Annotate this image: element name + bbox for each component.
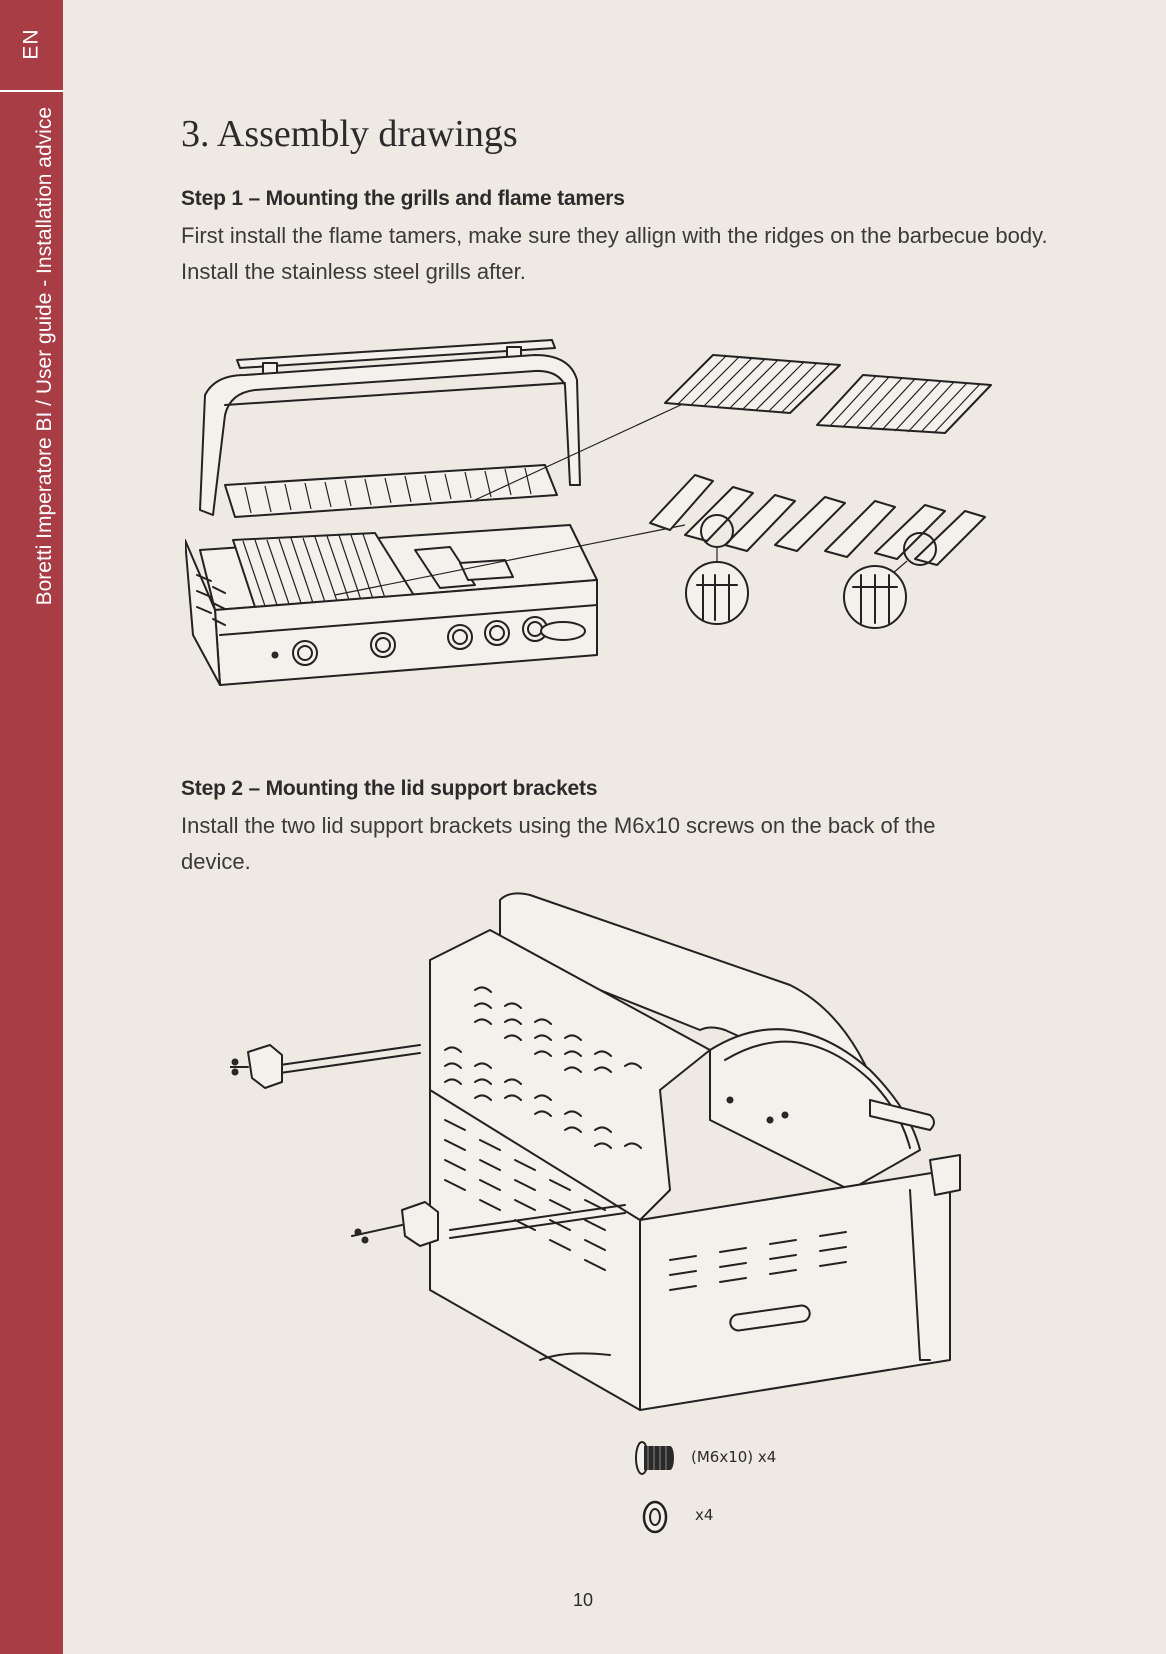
sidebar: EN Boretti Imperatore BI / User guide - …	[0, 0, 63, 1654]
step1-text: First install the flame tamers, make sur…	[181, 223, 1048, 284]
page-number: 10	[572, 1590, 594, 1610]
detail-callouts	[685, 514, 937, 629]
screw-quantity-label: (M6x10) x4	[691, 1448, 777, 1466]
lower-lid-bracket	[351, 1201, 626, 1247]
body-side-vents	[669, 1231, 847, 1291]
stainless-grill-right	[816, 374, 992, 434]
page-title: 3. Assembly drawings	[181, 113, 518, 155]
washer-part	[641, 1500, 669, 1534]
language-tab: EN	[0, 0, 63, 88]
lid-vents	[444, 986, 642, 1149]
grill-top-view-drawing	[185, 339, 992, 686]
washer-icon	[642, 1500, 668, 1534]
document-title: Boretti Imperatore BI / User guide - Ins…	[33, 107, 56, 606]
control-knobs	[271, 616, 586, 666]
sidebar-divider	[0, 90, 63, 92]
upper-lid-bracket	[230, 1044, 421, 1089]
grill-rear-view-drawing	[230, 892, 961, 1411]
screw-part	[632, 1438, 678, 1478]
grill-assembly-illustration	[185, 335, 1055, 735]
body-rear-vents	[444, 1119, 606, 1271]
step2-text: Install the two lid support brackets usi…	[181, 813, 936, 874]
step1-heading: Step 1 – Mounting the grills and flame t…	[181, 187, 625, 210]
flame-tamers	[649, 474, 986, 566]
language-code: EN	[19, 28, 43, 60]
screw-icon	[635, 1441, 674, 1475]
step2-heading: Step 2 – Mounting the lid support bracke…	[181, 777, 598, 800]
stainless-grill-left	[664, 354, 841, 414]
washer-quantity-label: x4	[695, 1506, 714, 1524]
lid-bracket-illustration	[230, 890, 1000, 1420]
